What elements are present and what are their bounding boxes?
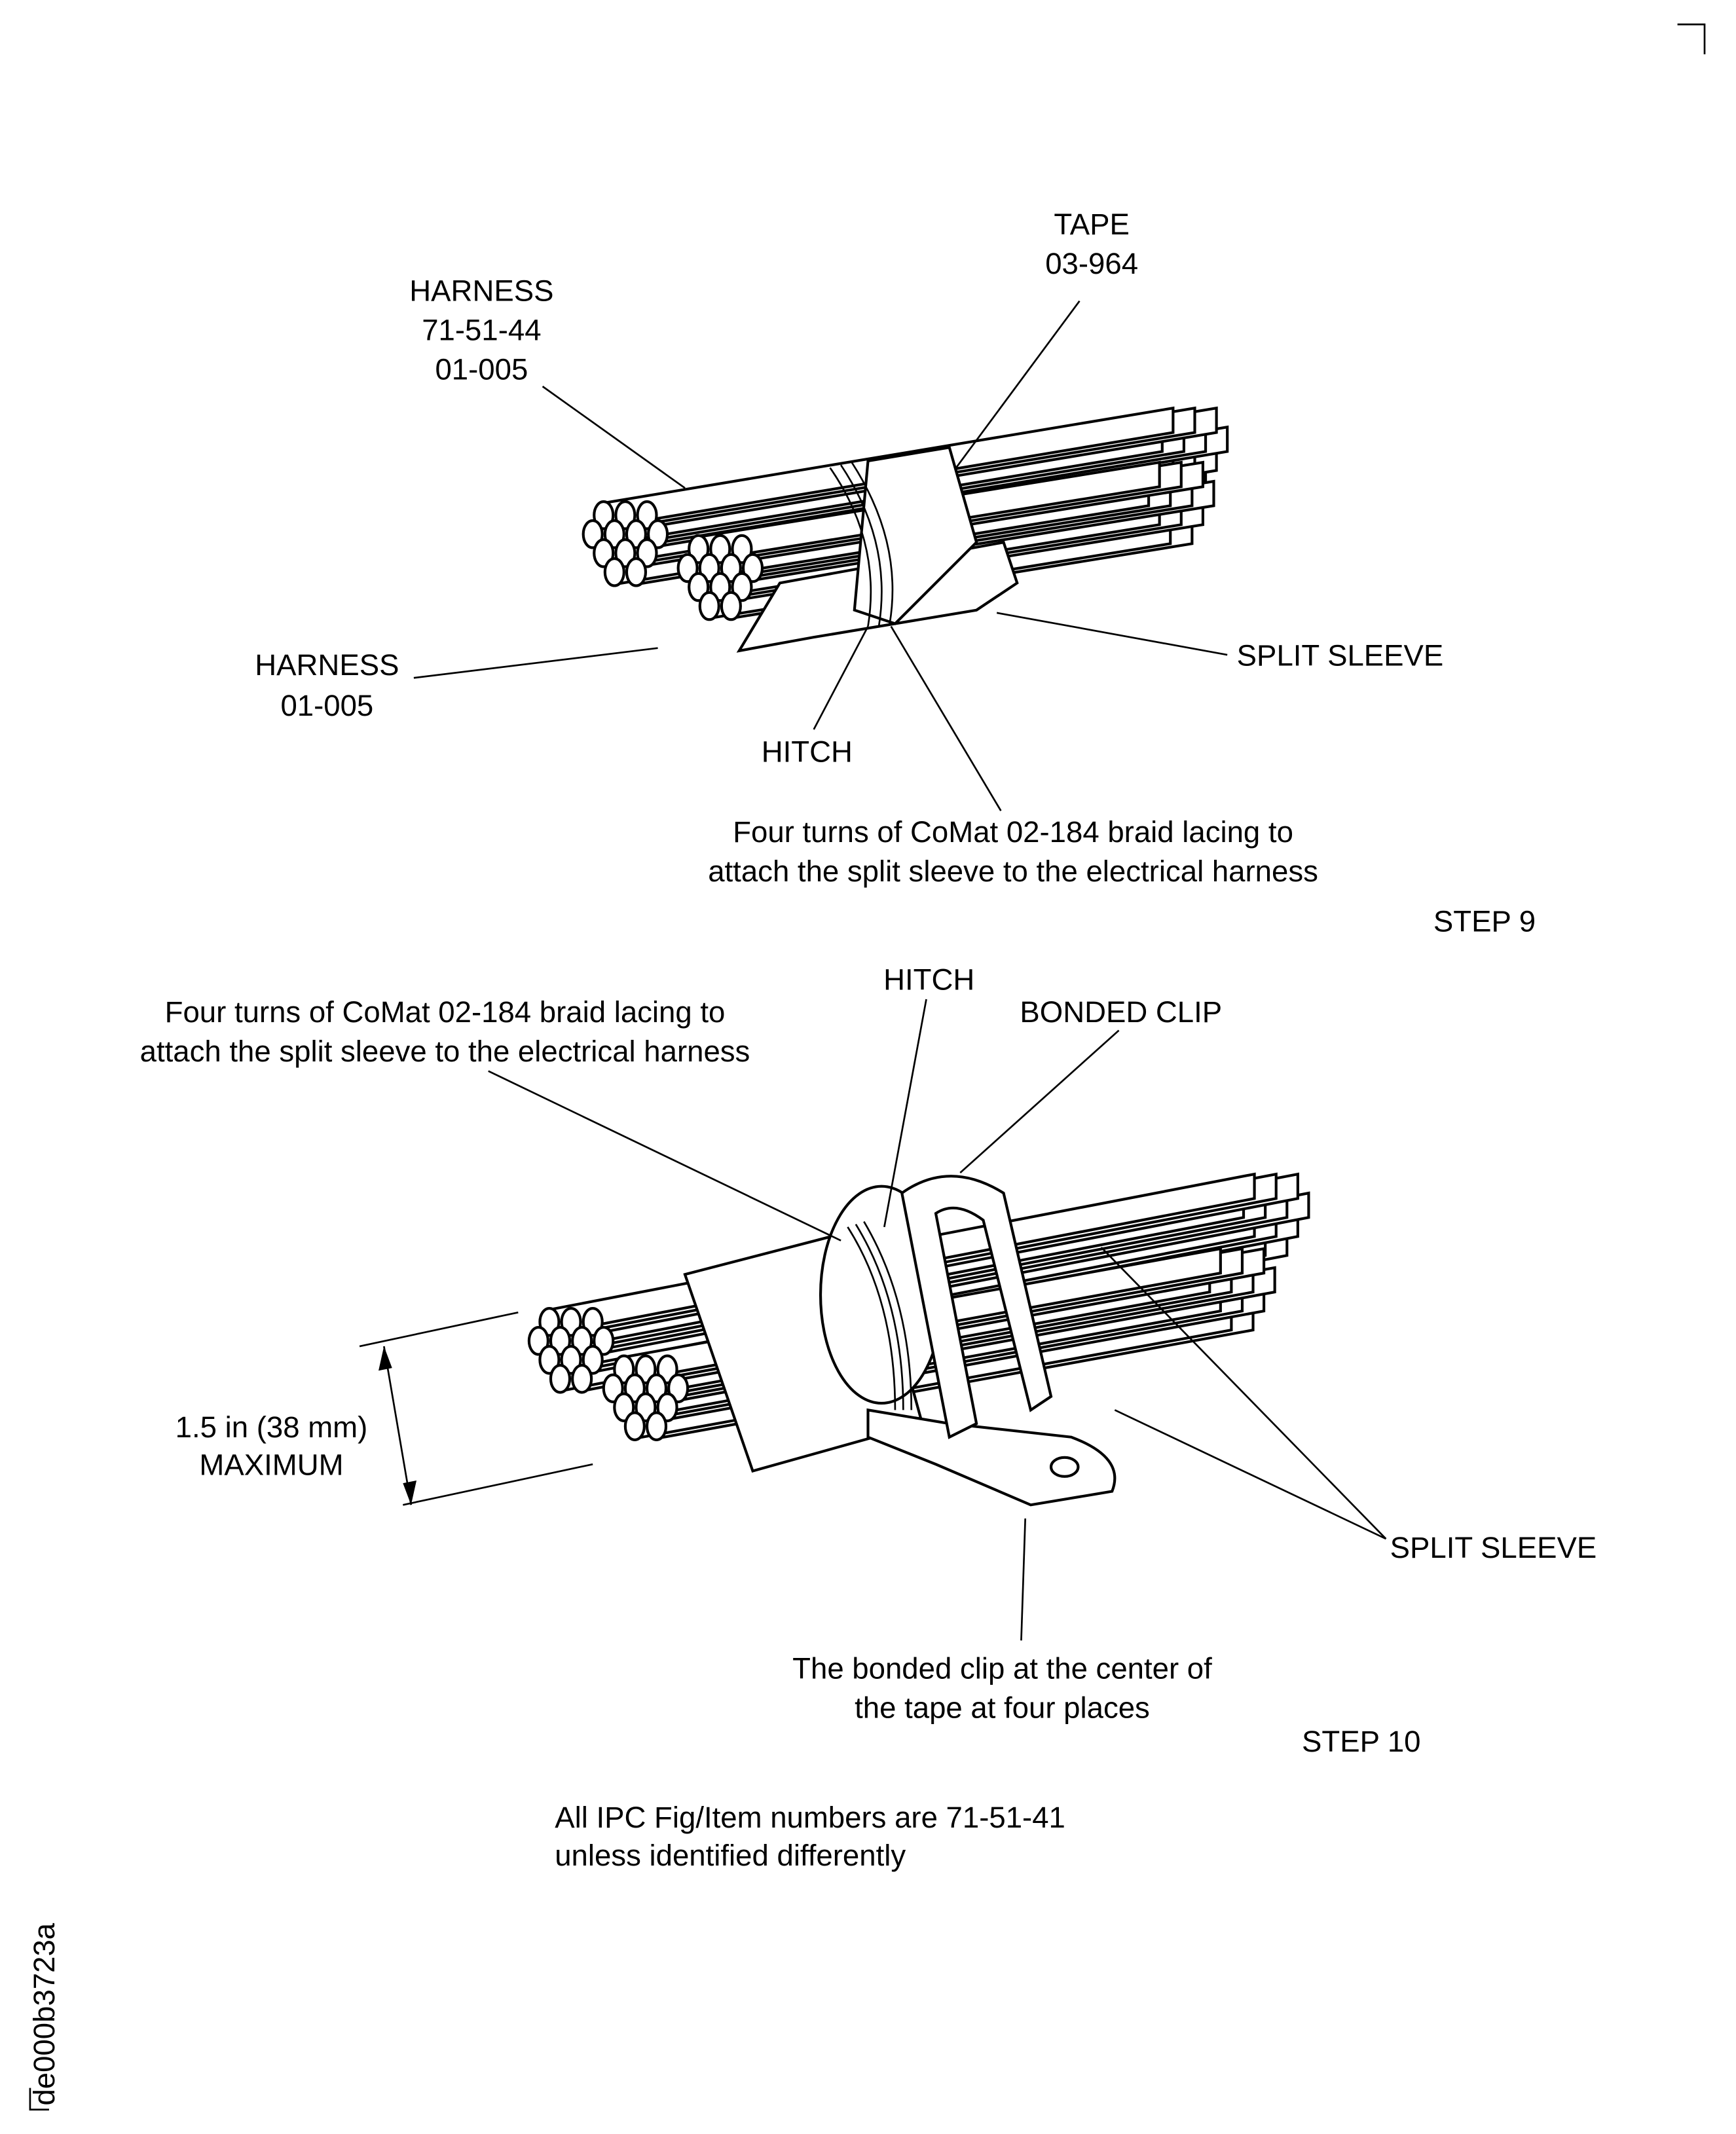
tape-ref: 03-964 [1045, 247, 1138, 280]
harness-top-ref1: 71-51-44 [422, 314, 541, 347]
clip-mount-hole [1049, 1456, 1080, 1478]
clip-note-line1: The bonded clip at the center of [792, 1651, 1212, 1685]
dimension-label: 1.5 in (38 mm) [175, 1410, 368, 1444]
dimension-maximum-label: MAXIMUM [199, 1448, 343, 1482]
wire-end [549, 1363, 572, 1394]
dimension-arrow [382, 1346, 413, 1505]
footer-line2: unless identified differently [555, 1839, 906, 1872]
harness-bottom-ref: 01-005 [280, 689, 373, 722]
hitch-label-step9: HITCH [762, 735, 853, 769]
tape [853, 445, 978, 625]
braid-lacing [829, 462, 894, 627]
braid-lacing [847, 1221, 913, 1410]
bonded-clip-label: BONDED CLIP [1020, 995, 1222, 1029]
wire-end [645, 1411, 668, 1441]
lacing-note-line2-step9: attach the split sleeve to the electrica… [708, 855, 1318, 888]
clip-note-line2: the tape at four places [855, 1691, 1150, 1724]
bonded-clip [900, 1175, 1053, 1439]
step9-harness-drawing [582, 406, 1229, 653]
wire-end [623, 1411, 646, 1441]
lacing-note-line1-step10: Four turns of CoMat 02-184 braid lacing … [165, 995, 726, 1029]
step10-harness-drawing [527, 1172, 1310, 1507]
clip-base [866, 1408, 1117, 1507]
wire-end [720, 591, 742, 621]
wire-end [625, 557, 648, 587]
hitch-label-step10: HITCH [883, 963, 974, 996]
footer-line1: All IPC Fig/Item numbers are 71-51-41 [555, 1801, 1065, 1834]
tape-label: TAPE [1054, 208, 1130, 241]
step9-label: STEP 9 [1433, 904, 1536, 938]
step10-label: STEP 10 [1302, 1725, 1420, 1758]
lacing-note-line1-step9: Four turns of CoMat 02-184 braid lacing … [733, 815, 1293, 849]
harness-top-ref2: 01-005 [435, 353, 528, 386]
svg-text:de000b3723a: de000b3723a [28, 1922, 61, 2105]
wire-end [571, 1363, 593, 1394]
harness-bottom-label: HARNESS [255, 648, 399, 682]
split-sleeve-label-step9: SPLIT SLEEVE [1237, 639, 1444, 672]
step9-leader-lines [413, 300, 1228, 811]
step10-leader-lines [359, 999, 1387, 1641]
harness-top-label: HARNESS [409, 274, 553, 308]
corner-mark [1677, 23, 1706, 54]
lacing-note-line2-step10: attach the split sleeve to the electrica… [140, 1035, 750, 1068]
wire-end [603, 557, 625, 587]
figure-id: de000b3723a [28, 1922, 61, 2111]
wire-end [698, 591, 720, 621]
split-sleeve-label-step10: SPLIT SLEEVE [1390, 1531, 1597, 1564]
